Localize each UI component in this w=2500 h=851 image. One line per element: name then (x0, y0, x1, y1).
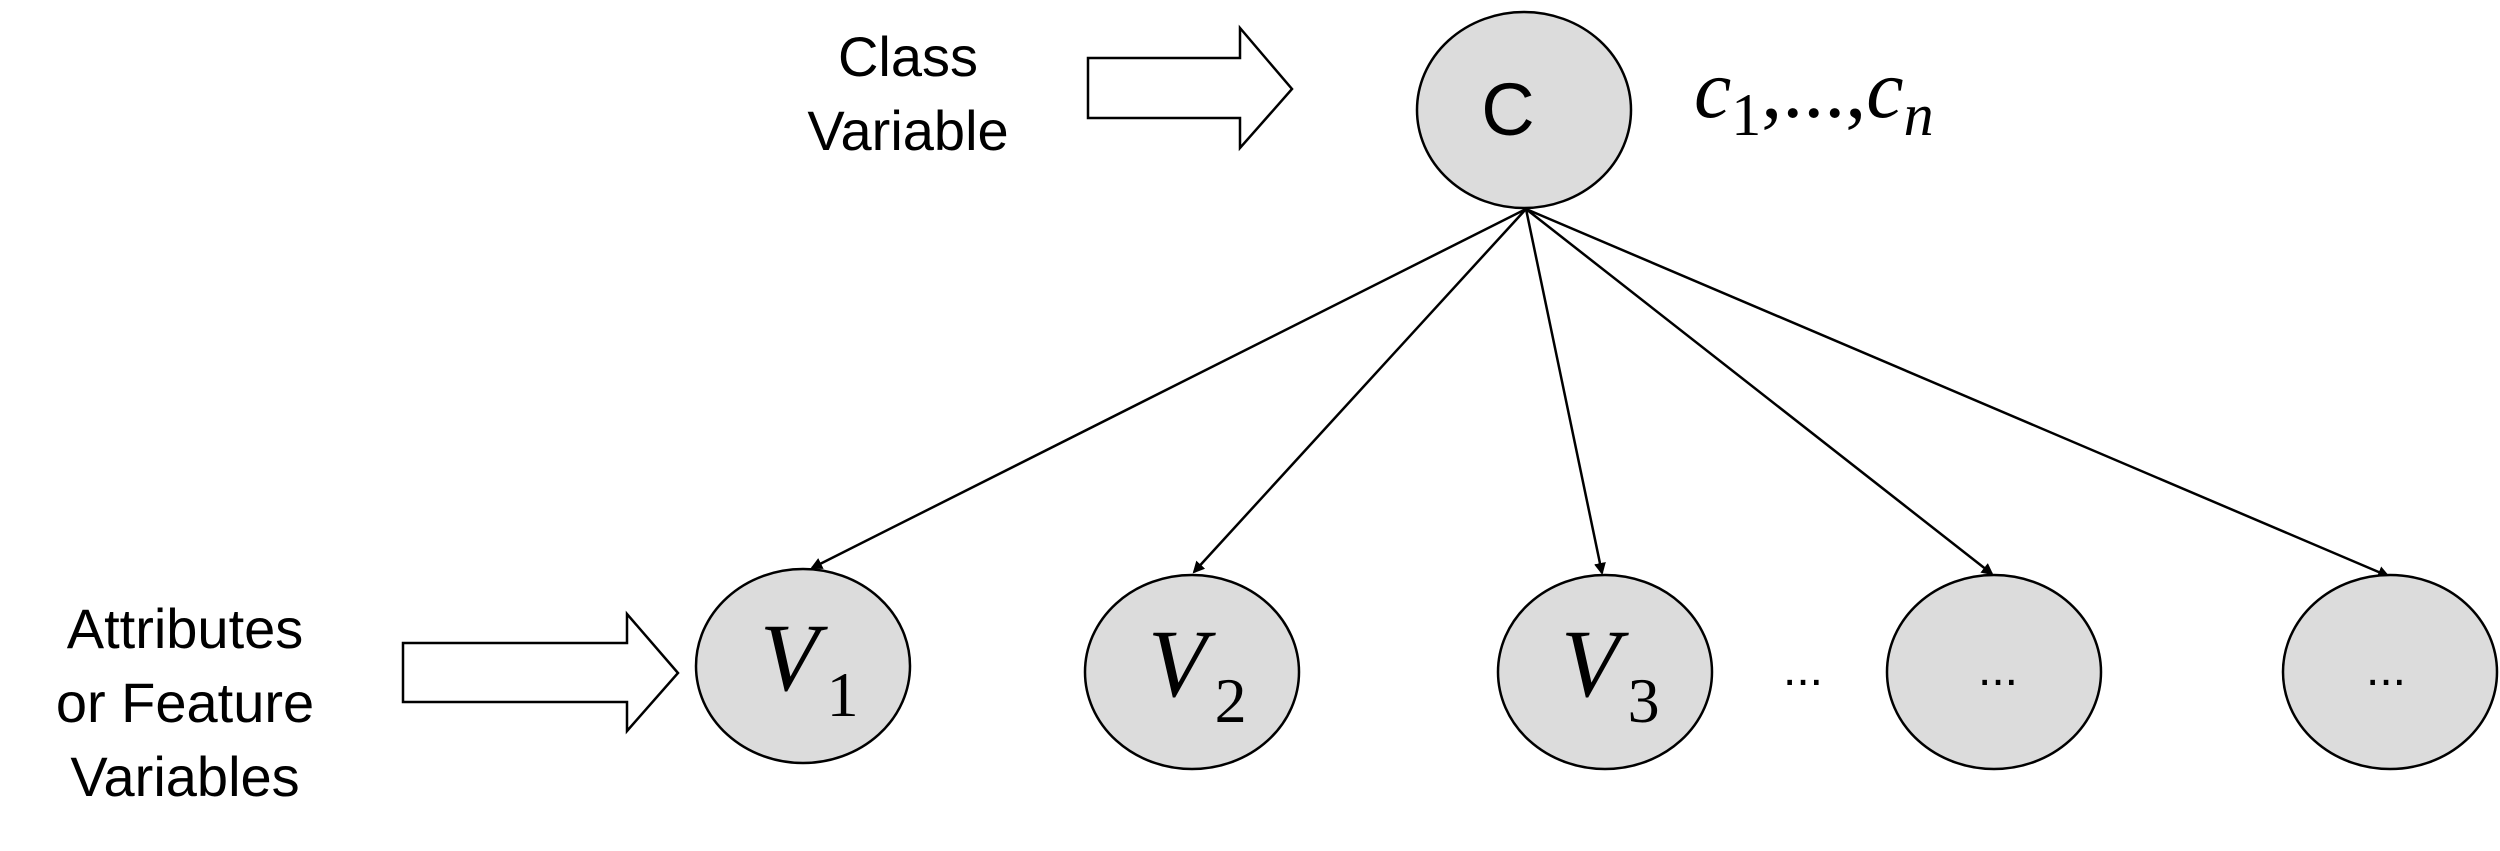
feature-node-ellipsis-1-label: ... (1978, 643, 2018, 696)
edge-c-v5 (1525, 207, 2390, 578)
edge-c-v4 (1525, 208, 1994, 576)
between-ellipsis: ... (1783, 643, 1823, 696)
class-values: c1,...,cn (1694, 43, 1934, 148)
attributes-label-line3: Variables (70, 745, 299, 808)
attributes-label-line1: Attributes (67, 597, 304, 660)
edges (810, 207, 2390, 578)
attributes-pointer-arrow (401, 610, 680, 735)
feature-node-ellipsis-2: ... (2281, 573, 2499, 771)
class-variable-label-line1: Class (838, 25, 978, 88)
attributes-label-line2: or Feature (56, 671, 314, 734)
feature-node-ellipsis-2-label: ... (2366, 643, 2406, 696)
edge-c-v1 (810, 207, 1527, 570)
class-pointer-arrow (1086, 24, 1294, 152)
edge-c-v3 (1524, 208, 1606, 575)
class-node (1415, 10, 1633, 210)
edge-c-v2 (1192, 208, 1527, 574)
class-variable-label-line2: Variable (807, 99, 1008, 162)
class-node-label: C (1481, 68, 1534, 151)
feature-node-ellipsis-1: ... (1885, 573, 2103, 771)
